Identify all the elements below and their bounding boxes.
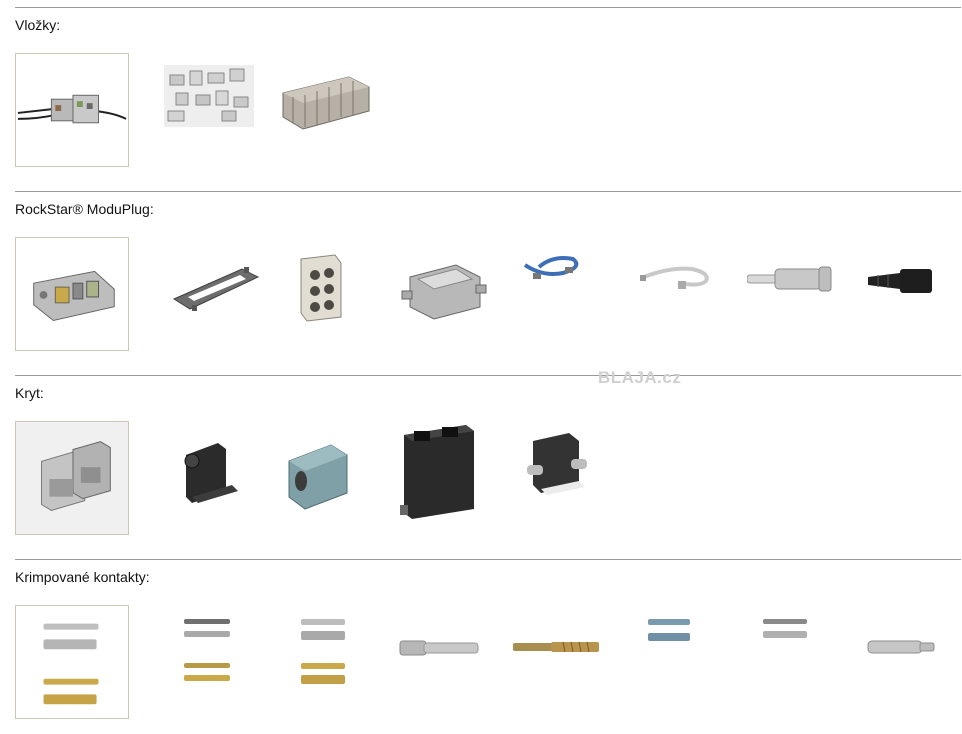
module-insert-icon[interactable] bbox=[279, 237, 393, 351]
insert-terminal-block-icon[interactable] bbox=[279, 53, 393, 167]
small-silver-contacts-icon[interactable] bbox=[747, 605, 861, 719]
section-divider bbox=[15, 559, 961, 560]
section-title: RockStar® ModuPlug: bbox=[15, 201, 154, 217]
large-crimp-pin-icon[interactable] bbox=[396, 605, 510, 719]
crimp-pins-silver-gold-icon[interactable] bbox=[162, 605, 276, 719]
black-housing-icon[interactable] bbox=[162, 421, 276, 535]
pin-contact-icon[interactable] bbox=[747, 237, 861, 351]
crimp-sockets-silver-gold-icon[interactable] bbox=[279, 605, 393, 719]
insert-modules-set-icon[interactable] bbox=[162, 53, 276, 167]
mounting-frame-icon[interactable] bbox=[162, 237, 276, 351]
blue-cable-icon[interactable] bbox=[513, 237, 627, 351]
socket-contact-icon[interactable] bbox=[864, 605, 962, 719]
section-title: Kryt: bbox=[15, 385, 44, 401]
module-frame-icon[interactable] bbox=[396, 237, 510, 351]
section-title: Krimpované kontakty: bbox=[15, 569, 150, 585]
watermark-text: BLAJA.cz bbox=[598, 368, 682, 387]
insert-connector-pair-icon[interactable] bbox=[15, 53, 129, 167]
black-adapter-icon[interactable] bbox=[864, 237, 962, 351]
housing-pair-icon[interactable] bbox=[15, 421, 129, 535]
moduplug-insert-icon[interactable] bbox=[15, 237, 129, 351]
crimp-contacts-set-icon[interactable] bbox=[15, 605, 129, 719]
section-divider bbox=[15, 191, 961, 192]
section-divider bbox=[15, 375, 961, 376]
grey-cable-icon[interactable] bbox=[630, 237, 744, 351]
section-divider bbox=[15, 7, 961, 8]
blue-grey-contacts-icon[interactable] bbox=[630, 605, 744, 719]
black-lever-housing-icon[interactable] bbox=[513, 421, 627, 535]
grey-hood-icon[interactable] bbox=[279, 421, 393, 535]
section-title: Vložky: bbox=[15, 17, 61, 33]
gold-spring-contact-icon[interactable] bbox=[513, 605, 627, 719]
large-black-hood-icon[interactable] bbox=[396, 421, 510, 535]
